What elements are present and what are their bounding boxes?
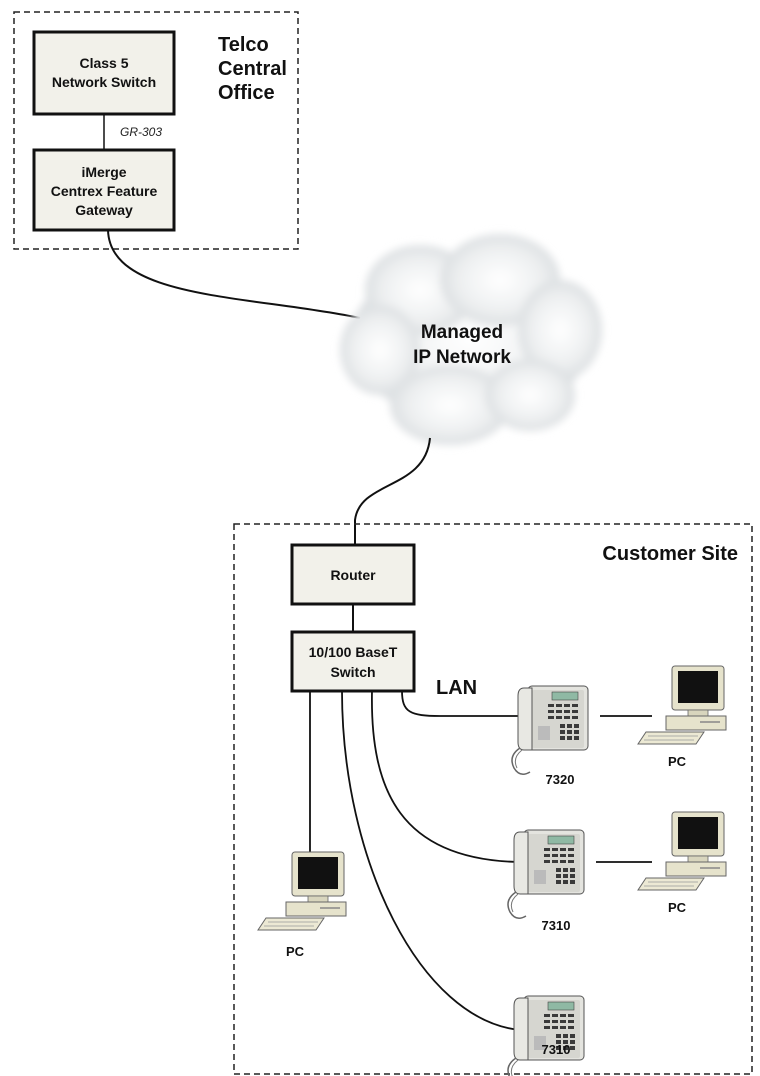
imerge-gateway-line1: iMerge xyxy=(81,164,126,180)
gr303-label: GR-303 xyxy=(120,125,162,139)
phone-7310-b-label: 7310 xyxy=(542,1042,571,1057)
customer-site-title: Customer Site xyxy=(602,543,738,565)
central-office-boundary xyxy=(13,11,299,250)
imerge-gateway-line3: Gateway xyxy=(75,202,133,218)
phone-7310-a-label: 7310 xyxy=(542,918,571,933)
imerge-gateway-box xyxy=(32,148,176,232)
ip-network-cloud xyxy=(340,234,602,445)
lan-label: LAN xyxy=(436,677,477,699)
central-office-title-line1: Telco xyxy=(218,34,269,56)
lan-switch-box xyxy=(290,630,416,693)
phone-7320-icon xyxy=(511,685,589,775)
central-office-title-line3: Office xyxy=(218,82,275,104)
lan-switch-line1: 10/100 BaseT xyxy=(309,644,398,660)
lan-switch-line2: Switch xyxy=(330,664,375,680)
switch-to-phone-7320-link xyxy=(401,690,528,717)
imerge-gateway-line2: Centrex Feature xyxy=(51,183,158,199)
customer-site-boundary xyxy=(233,523,753,1075)
phone-7320-label: 7320 xyxy=(546,772,575,787)
pc-a-icon xyxy=(637,665,727,745)
pc-c-label: PC xyxy=(286,944,305,959)
pc-a-label: PC xyxy=(668,754,687,769)
pc-c-icon xyxy=(257,851,347,931)
phone-7310-b-icon xyxy=(507,995,585,1076)
switch-to-phone-7310-a-link xyxy=(371,690,521,863)
class5-switch-line2: Network Switch xyxy=(52,74,156,90)
router-label: Router xyxy=(330,567,376,583)
switch-to-phone-7310-b-link xyxy=(341,690,521,1031)
central-office-title-line2: Central xyxy=(218,58,287,80)
cloud-label-line2: IP Network xyxy=(413,347,511,368)
router-box xyxy=(290,543,416,606)
class5-switch-box xyxy=(32,30,176,116)
cloud-to-router-link xyxy=(354,437,431,545)
pc-b-label: PC xyxy=(668,900,687,915)
class5-switch-line1: Class 5 xyxy=(79,55,128,71)
gateway-to-cloud-link xyxy=(107,229,361,319)
cloud-label-line1: Managed xyxy=(421,322,503,343)
phone-7310-a-icon xyxy=(507,829,585,919)
pc-b-icon xyxy=(637,811,727,891)
